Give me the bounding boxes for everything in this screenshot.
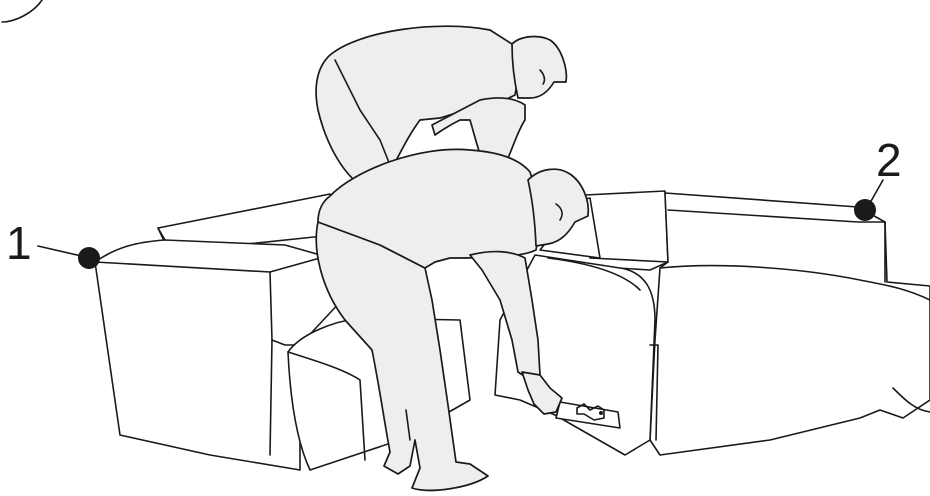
- connector-screw: [599, 411, 603, 415]
- marker-dot-1: [78, 247, 100, 269]
- marker-point-2: 2: [854, 134, 902, 221]
- marker-point-1: 1: [6, 217, 100, 269]
- step-number-circle: [2, 0, 42, 22]
- marker-label-1: 1: [6, 217, 32, 269]
- marker-dot-2: [854, 199, 876, 221]
- marker-label-2: 2: [876, 134, 902, 186]
